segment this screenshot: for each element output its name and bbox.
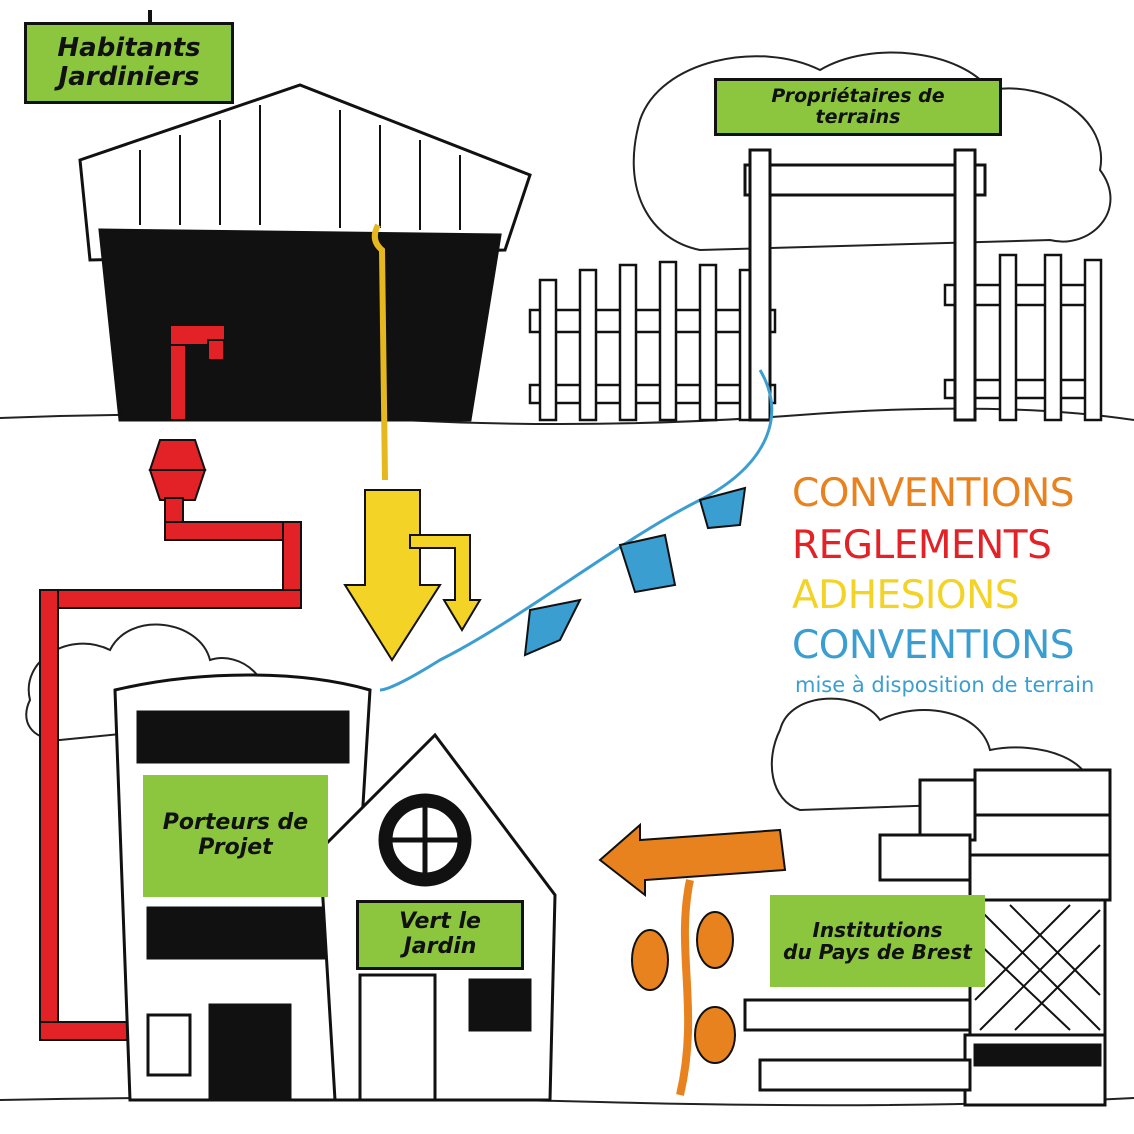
gate-posts bbox=[743, 148, 987, 422]
rope-and-yellow-arrows bbox=[343, 223, 482, 662]
label-habitants-jardiniers: Habitants Jardiniers bbox=[24, 22, 234, 104]
blue-clothesline bbox=[379, 369, 774, 692]
label-porteurs-de-projet: Porteurs de Projet bbox=[143, 775, 328, 897]
label-proprietaires-de-terrains: Propriétaires de terrains bbox=[714, 78, 1002, 136]
blue-clothes bbox=[523, 486, 747, 657]
keyword-subtitle: mise à disposition de terrain bbox=[795, 673, 1095, 697]
red-water-pipe bbox=[39, 324, 302, 1041]
keyword-conventions-orange: CONVENTIONS bbox=[792, 471, 1075, 516]
label-institutions-du-pays-de-brest: Institutions du Pays de Brest bbox=[770, 895, 985, 987]
keyword-conventions-blue: CONVENTIONS bbox=[792, 623, 1075, 668]
keyword-adhesions: ADHESIONS bbox=[792, 573, 1020, 618]
garden-fence bbox=[528, 253, 1103, 422]
orange-arrow-plant bbox=[598, 822, 787, 1096]
crate-lattice bbox=[974, 904, 1101, 1031]
keyword-reglements: REGLEMENTS bbox=[792, 523, 1052, 568]
label-vert-le-jardin: Vert le Jardin bbox=[356, 900, 524, 970]
